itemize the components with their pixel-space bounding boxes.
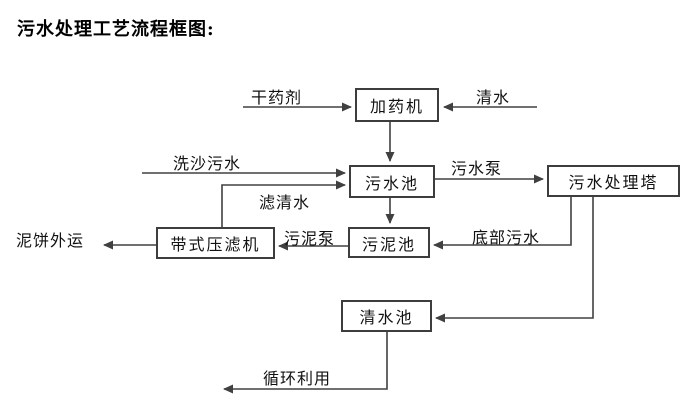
node-dosing-machine: 加药机 — [355, 88, 439, 122]
label-sludge-pump: 污泥泵 — [284, 229, 336, 248]
label-sewage-pump: 污水泵 — [451, 159, 503, 178]
label-bottom-sewage: 底部污水 — [472, 228, 541, 247]
label-filtered-water: 滤清水 — [259, 193, 311, 212]
label-dry-chemical: 干药剂 — [251, 88, 303, 107]
arrow-bottom-sewage-to-sludge-pool — [433, 197, 572, 250]
arrow-clean-pool-to-recycling — [223, 332, 388, 394]
label-sand-washing-sewage: 洗沙污水 — [173, 154, 242, 173]
node-sewage-pool: 污水池 — [349, 165, 435, 198]
node-sludge-pool: 污泥池 — [348, 227, 430, 258]
label-clean-water: 清水 — [476, 88, 511, 107]
node-clean-water-pool: 清水池 — [341, 300, 432, 332]
node-treatment-tower: 污水处理塔 — [547, 165, 680, 197]
node-belt-filter-press: 带式压滤机 — [156, 227, 275, 259]
arrow-tower-to-clean-pool — [435, 197, 594, 323]
page-title: 污水处理工艺流程框图: — [17, 19, 215, 40]
label-recycling: 循环利用 — [263, 369, 332, 388]
label-mud-cake-outbound: 泥饼外运 — [16, 231, 85, 250]
arrow-filtered-water-to-sewage-pool — [221, 180, 346, 227]
